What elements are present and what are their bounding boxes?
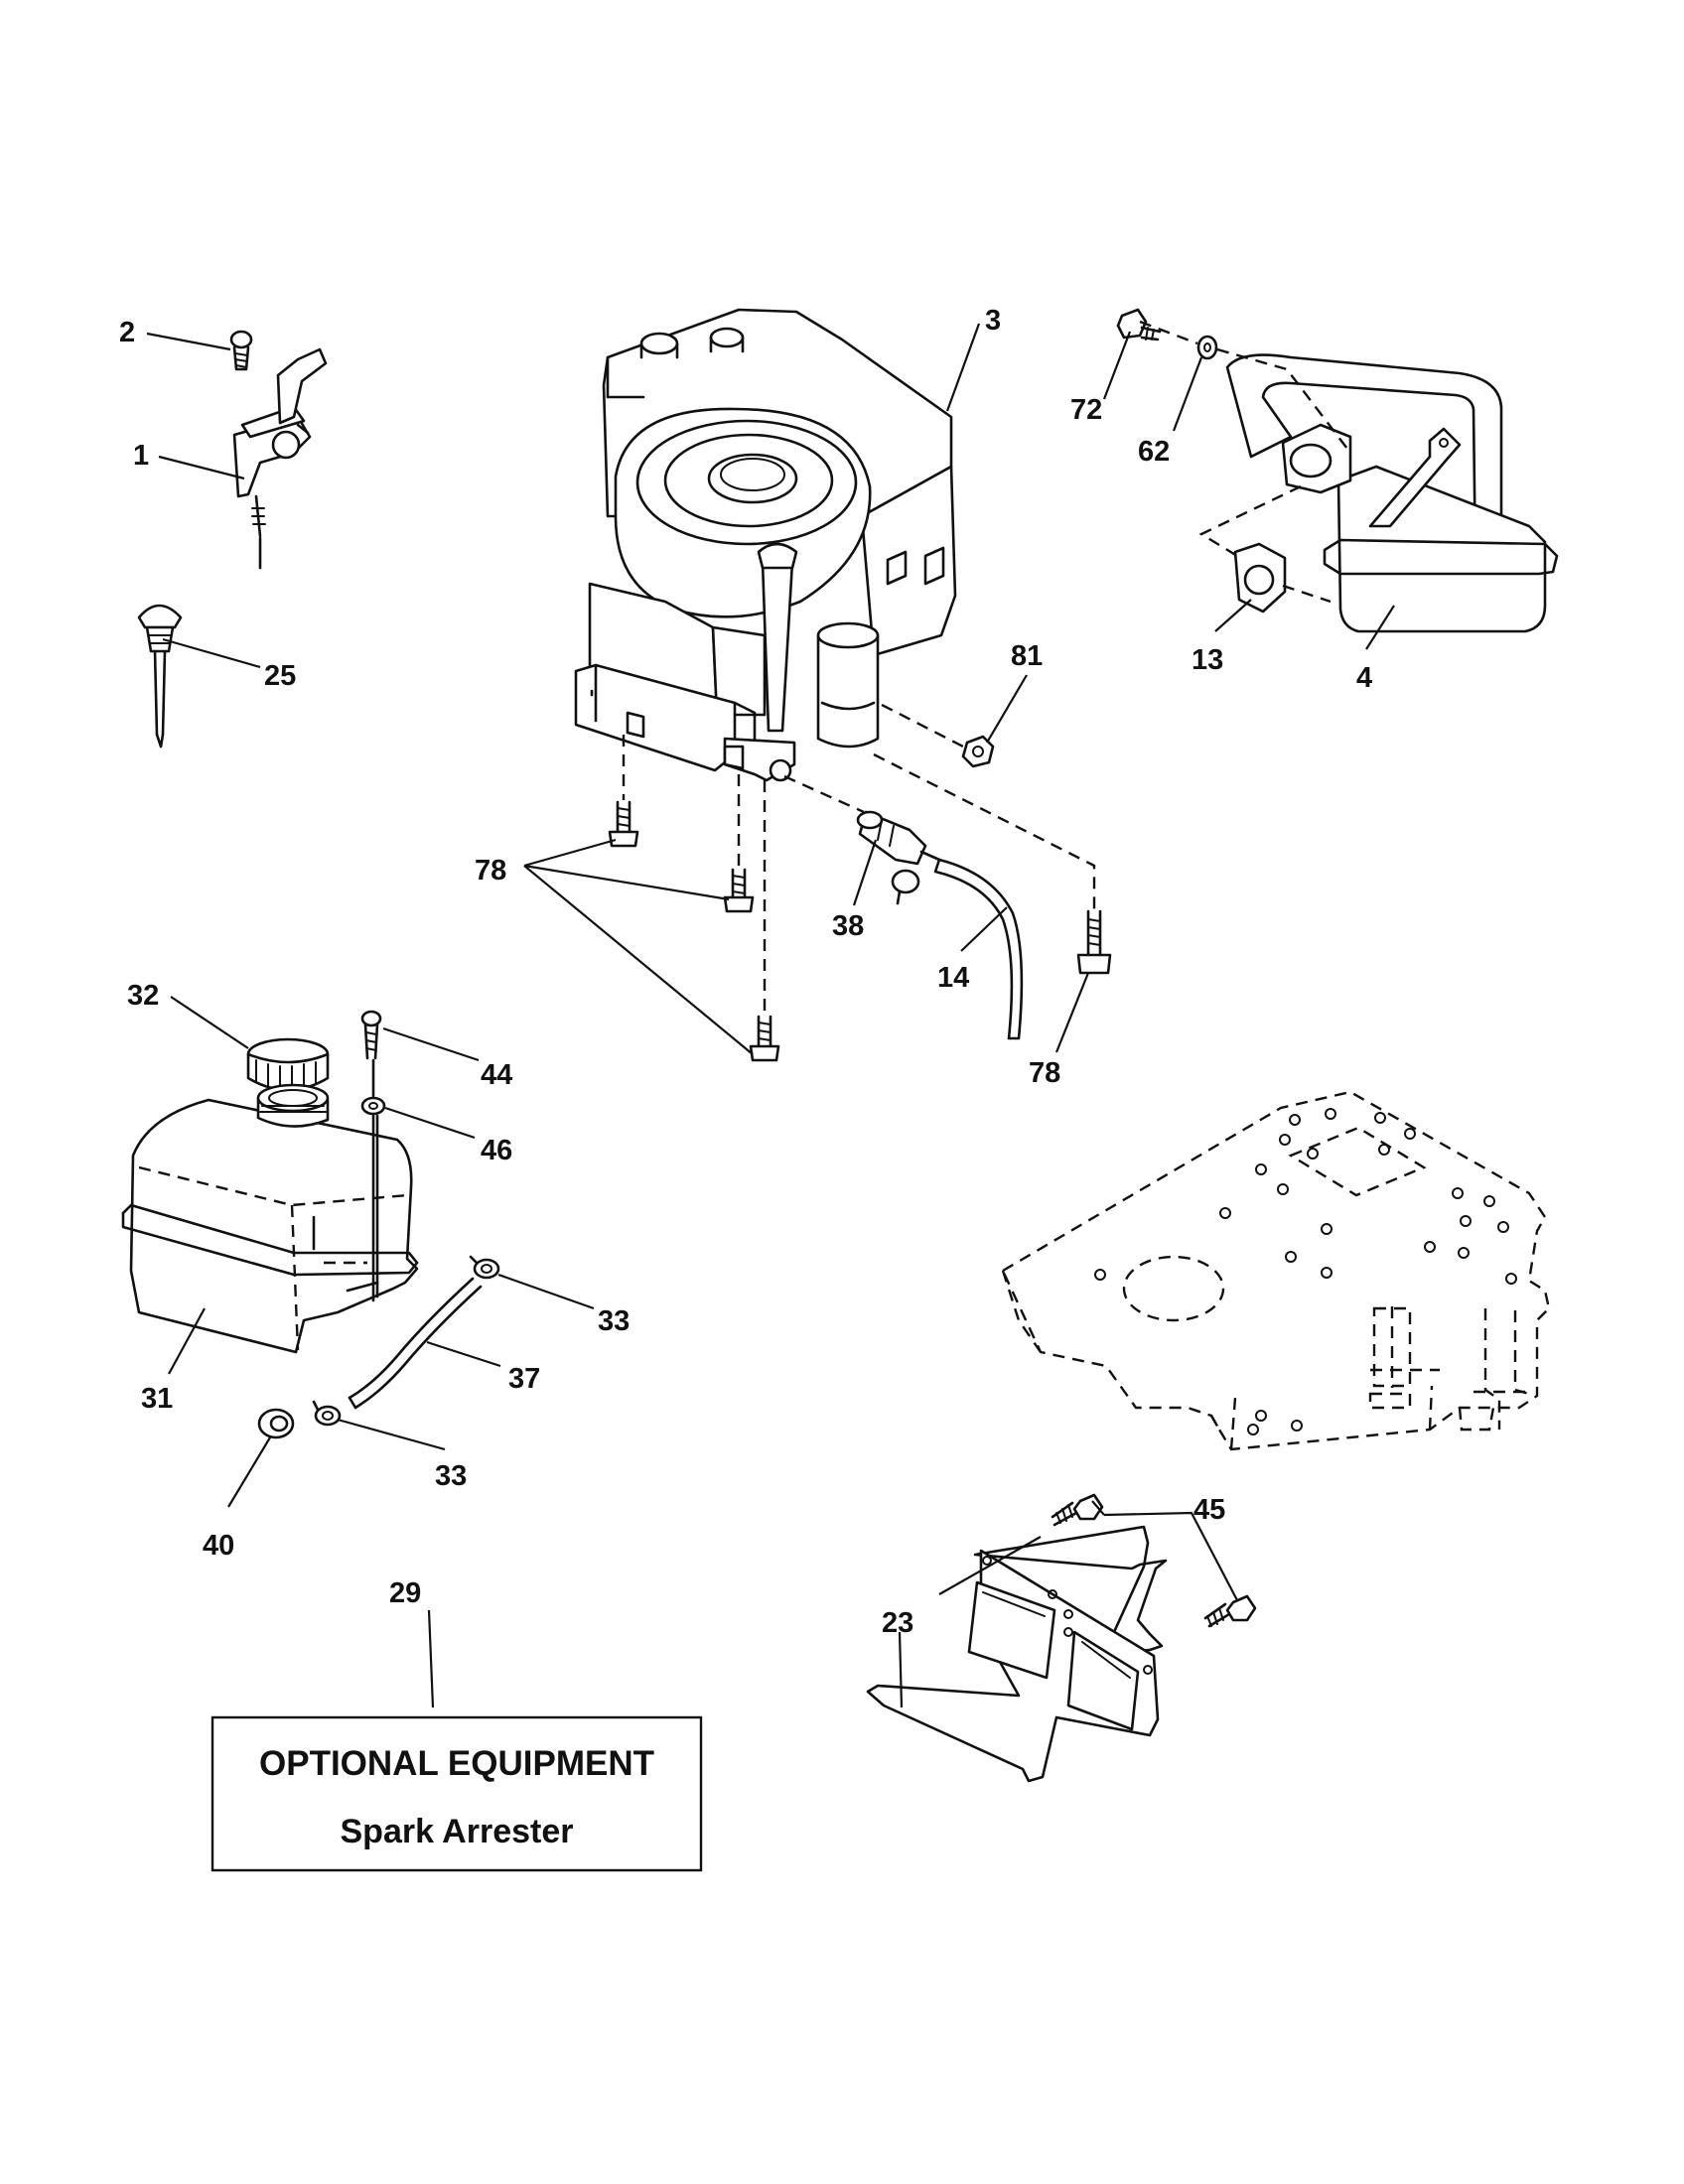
part-label-46: 46 [481,1135,512,1166]
part-label-38: 38 [832,910,864,942]
bolt-part-78-center [723,868,755,913]
fuel-cap-part-32 [246,1037,330,1092]
muffler-part-4 [1225,353,1559,633]
part-label-72: 72 [1070,394,1102,426]
bolt-part-78-right [1076,909,1112,975]
fuel-filter-part-38 [856,810,941,905]
dipstick-part-25 [137,604,183,749]
part-label-32: 32 [127,980,159,1012]
hose-clamp-part-33-lower [312,1400,342,1427]
part-label-2: 2 [119,317,135,348]
optional-equipment-box: OPTIONAL EQUIPMENT Spark Arrester [210,1715,703,1872]
bolt-part-45-lower [1203,1594,1257,1628]
screw-part-2 [229,330,253,371]
part-label-78-right: 78 [1029,1057,1060,1089]
bolt-part-72 [1116,308,1162,341]
tank-guide-lines [371,1058,379,1302]
part-label-40: 40 [203,1530,234,1562]
part-label-3: 3 [985,305,1001,337]
part-label-45: 45 [1193,1494,1225,1526]
washer-part-62 [1196,335,1218,360]
part-label-29: 29 [389,1577,421,1609]
part-labels: 2 1 25 3 72 62 13 4 81 78 38 14 78 32 44… [119,305,1372,1639]
part-label-31: 31 [141,1383,173,1415]
gasket-part-13 [1233,542,1287,614]
part-label-81: 81 [1011,640,1043,672]
part-label-25: 25 [264,660,296,692]
bushing-part-40 [257,1408,295,1439]
part-label-78-left: 78 [475,855,506,887]
washer-part-46 [360,1096,386,1116]
fuel-tank-part-31 [121,1083,419,1354]
part-label-33-upper: 33 [598,1305,630,1337]
part-label-14: 14 [937,962,969,994]
screw-part-44 [360,1010,382,1060]
part-label-44: 44 [481,1059,512,1091]
throttle-bracket-part-1 [232,347,328,570]
part-label-33-lower: 33 [435,1460,467,1492]
bolt-part-78-lower [749,1015,780,1062]
fuel-line-part-14 [933,858,1024,1040]
fuel-hose-part-37 [348,1277,483,1410]
optional-equipment-subtitle: Spark Arrester [341,1813,574,1850]
engine-part-3 [574,308,957,782]
leader-lines [146,323,1395,1708]
nut-part-81 [961,735,995,768]
part-label-4: 4 [1356,662,1372,694]
optional-equipment-title: OPTIONAL EQUIPMENT [259,1744,654,1783]
part-label-23: 23 [882,1607,913,1639]
frame-dashed [1001,1090,1551,1451]
part-label-62: 62 [1138,436,1170,468]
muffler-guide-lines [1139,320,1351,604]
frame-holes [1094,1108,1517,1435]
part-label-1: 1 [133,440,149,472]
engine-guide-lines [622,703,1096,1013]
part-label-37: 37 [508,1363,540,1395]
bolt-part-45-upper [1051,1493,1104,1527]
hose-clamp-part-33-upper [469,1255,500,1280]
part-label-13: 13 [1192,644,1223,676]
heat-shield-part-23 [866,1525,1168,1783]
